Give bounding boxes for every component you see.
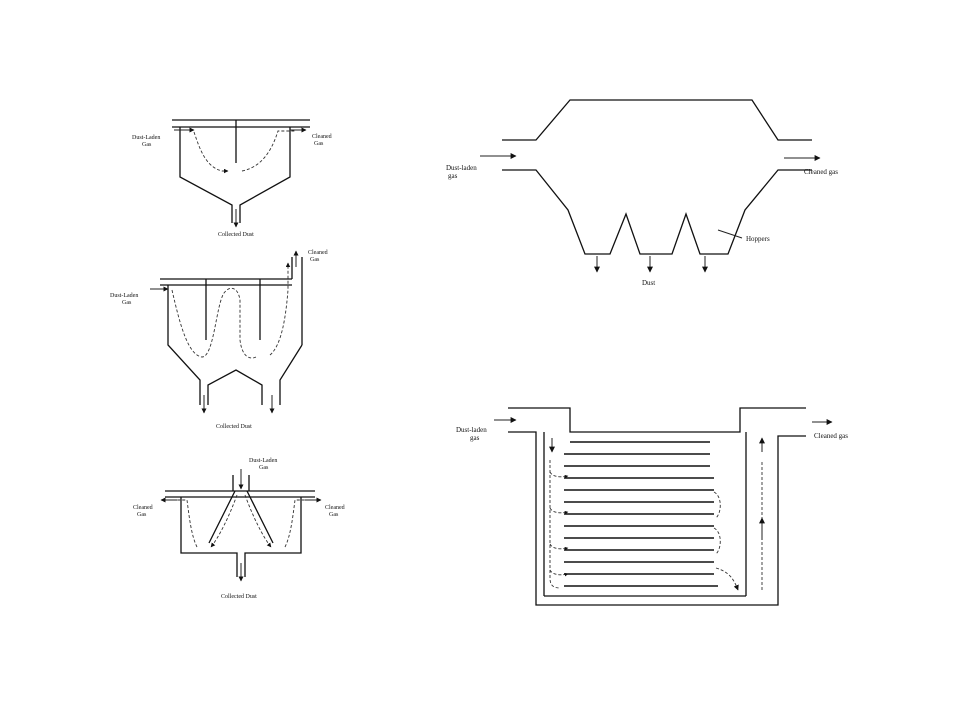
gas-flow-path <box>549 507 569 515</box>
inlet-label: Dust-laden <box>456 426 487 434</box>
gas-flow-path <box>549 569 569 577</box>
chamber-shell <box>508 407 806 433</box>
dust-label: Collected Dust <box>218 232 254 238</box>
outlet-label: Cleaned <box>312 134 332 140</box>
gas-flow-path <box>244 494 272 548</box>
chamber-shell <box>508 431 806 606</box>
hoppers-label: Hoppers <box>746 235 770 243</box>
gas-flow-path <box>549 471 569 479</box>
trays <box>564 441 718 587</box>
inlet-label: Dust-Laden <box>110 293 138 299</box>
diagram-1-settling-chamber: Dust-Laden Gas Cleaned Gas Collected Dus… <box>132 119 332 238</box>
inlet-label: gas <box>470 434 480 442</box>
chamber-bottom <box>502 169 812 255</box>
inlet-label: Gas <box>259 465 269 471</box>
inlet-label: Dust-laden <box>446 164 477 172</box>
dust-label: Collected Dust <box>216 424 252 430</box>
chamber-top <box>502 99 812 141</box>
inlet-label: Gas <box>122 300 132 306</box>
hopper-divider <box>207 369 263 405</box>
outlet-left-label: Cleaned <box>133 505 153 511</box>
inlet-label: Gas <box>142 142 152 148</box>
gas-flow-path <box>193 131 229 174</box>
outlet-right-label: Cleaned <box>325 505 345 511</box>
housing <box>179 127 233 223</box>
outlet-label: Gas <box>314 141 324 147</box>
outlet-left-label: Gas <box>137 512 147 518</box>
gas-flow-path <box>549 460 561 589</box>
housing <box>167 285 201 405</box>
outlet-label: Cleaned <box>308 250 328 256</box>
diagram-5-tray-chamber: Dust-laden gas Cleaned gas <box>456 407 848 606</box>
diagram-4-hopper-chamber: Dust-laden gas Cleaned gas Hoppers Dust <box>446 99 838 287</box>
gas-flow-path <box>715 567 739 591</box>
diagram-3-settling-chamber: Dust-Laden Gas Cleaned Gas Cleaned Gas C… <box>133 458 345 600</box>
gas-flow-path <box>210 494 238 548</box>
gas-flow-path <box>284 499 311 548</box>
dust-label: Collected Dust <box>221 594 257 600</box>
gas-flow-path <box>713 527 721 555</box>
gas-flow-path <box>171 287 257 359</box>
housing <box>244 497 302 577</box>
gas-flow-path <box>549 543 569 551</box>
baffle <box>208 490 236 544</box>
gas-flow-path <box>241 130 296 172</box>
gas-flow-path <box>713 491 721 519</box>
outlet-label: Gas <box>310 257 320 263</box>
hoppers-leader <box>717 229 743 239</box>
inlet-label: Dust-Laden <box>132 135 160 141</box>
inlet-label: Dust-Laden <box>249 458 277 464</box>
outlet-label: Cleaned gas <box>804 168 838 176</box>
inlet-label: gas <box>448 172 458 180</box>
outlet-label: Cleaned gas <box>814 432 848 440</box>
outlet-right-label: Gas <box>329 512 339 518</box>
housing <box>239 127 291 223</box>
dust-label: Dust <box>642 279 655 287</box>
housing <box>279 344 303 405</box>
housing <box>180 497 238 577</box>
diagram-2-settling-chamber: Dust-Laden Gas Cleaned Gas Collected Dus… <box>110 250 328 430</box>
gas-flow-path <box>269 262 291 356</box>
baffle <box>246 490 274 544</box>
gas-flow-path <box>169 499 198 548</box>
